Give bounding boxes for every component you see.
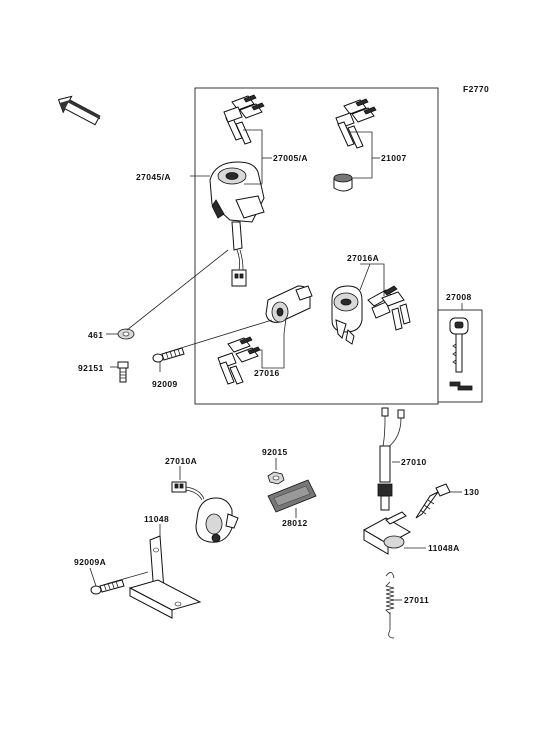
kit-frame [194, 87, 439, 405]
leader-lines-lower [89, 458, 462, 601]
label-11048: 11048 [144, 514, 169, 524]
label-27016: 27016 [254, 368, 280, 378]
spring-27011 [385, 572, 395, 639]
label-27010: 27010 [401, 457, 427, 467]
label-27016a: 27016A [347, 253, 379, 263]
label-11048a: 11048A [428, 543, 460, 553]
label-92009: 92009 [152, 379, 178, 389]
leader-lines [106, 129, 463, 372]
label-461: 461 [88, 330, 103, 340]
label-21007: 21007 [381, 153, 407, 163]
label-130: 130 [464, 487, 479, 497]
figure-code: F2770 [463, 84, 489, 94]
nut-92015 [267, 471, 285, 485]
front-arrow-icon: FRONT [57, 95, 101, 126]
label-27045a: 27045/A [136, 172, 171, 182]
lock-27016 [217, 285, 313, 385]
bracket-11048a [362, 511, 412, 555]
washer-461 [117, 328, 135, 340]
key-set-21007 [335, 98, 377, 149]
label-92015: 92015 [262, 447, 288, 457]
ignition-switch [209, 161, 265, 287]
bolt-130 [415, 483, 451, 519]
screw-92009 [152, 347, 185, 363]
lock-cylinder [333, 173, 353, 192]
switch-assembly-27010a [171, 481, 239, 543]
label-28012: 28012 [282, 518, 308, 528]
screw-92009a [90, 579, 125, 595]
label-27008: 27008 [446, 292, 472, 302]
label-27005a: 27005/A [273, 153, 308, 163]
key-set-27005a [223, 94, 265, 145]
lock-set-27016a [331, 285, 411, 345]
bolt-92151 [117, 361, 129, 383]
reflector-28012 [267, 479, 317, 513]
label-27011: 27011 [404, 595, 429, 605]
part-labels: 27045/A 27005/A 21007 27016A 27008 461 9… [74, 153, 479, 605]
label-92151: 92151 [78, 363, 104, 373]
bracket-11048 [128, 535, 202, 619]
key-card-27008 [437, 309, 483, 403]
label-92009a: 92009A [74, 557, 106, 567]
switch-27010 [377, 407, 405, 511]
label-27010a: 27010A [165, 456, 197, 466]
